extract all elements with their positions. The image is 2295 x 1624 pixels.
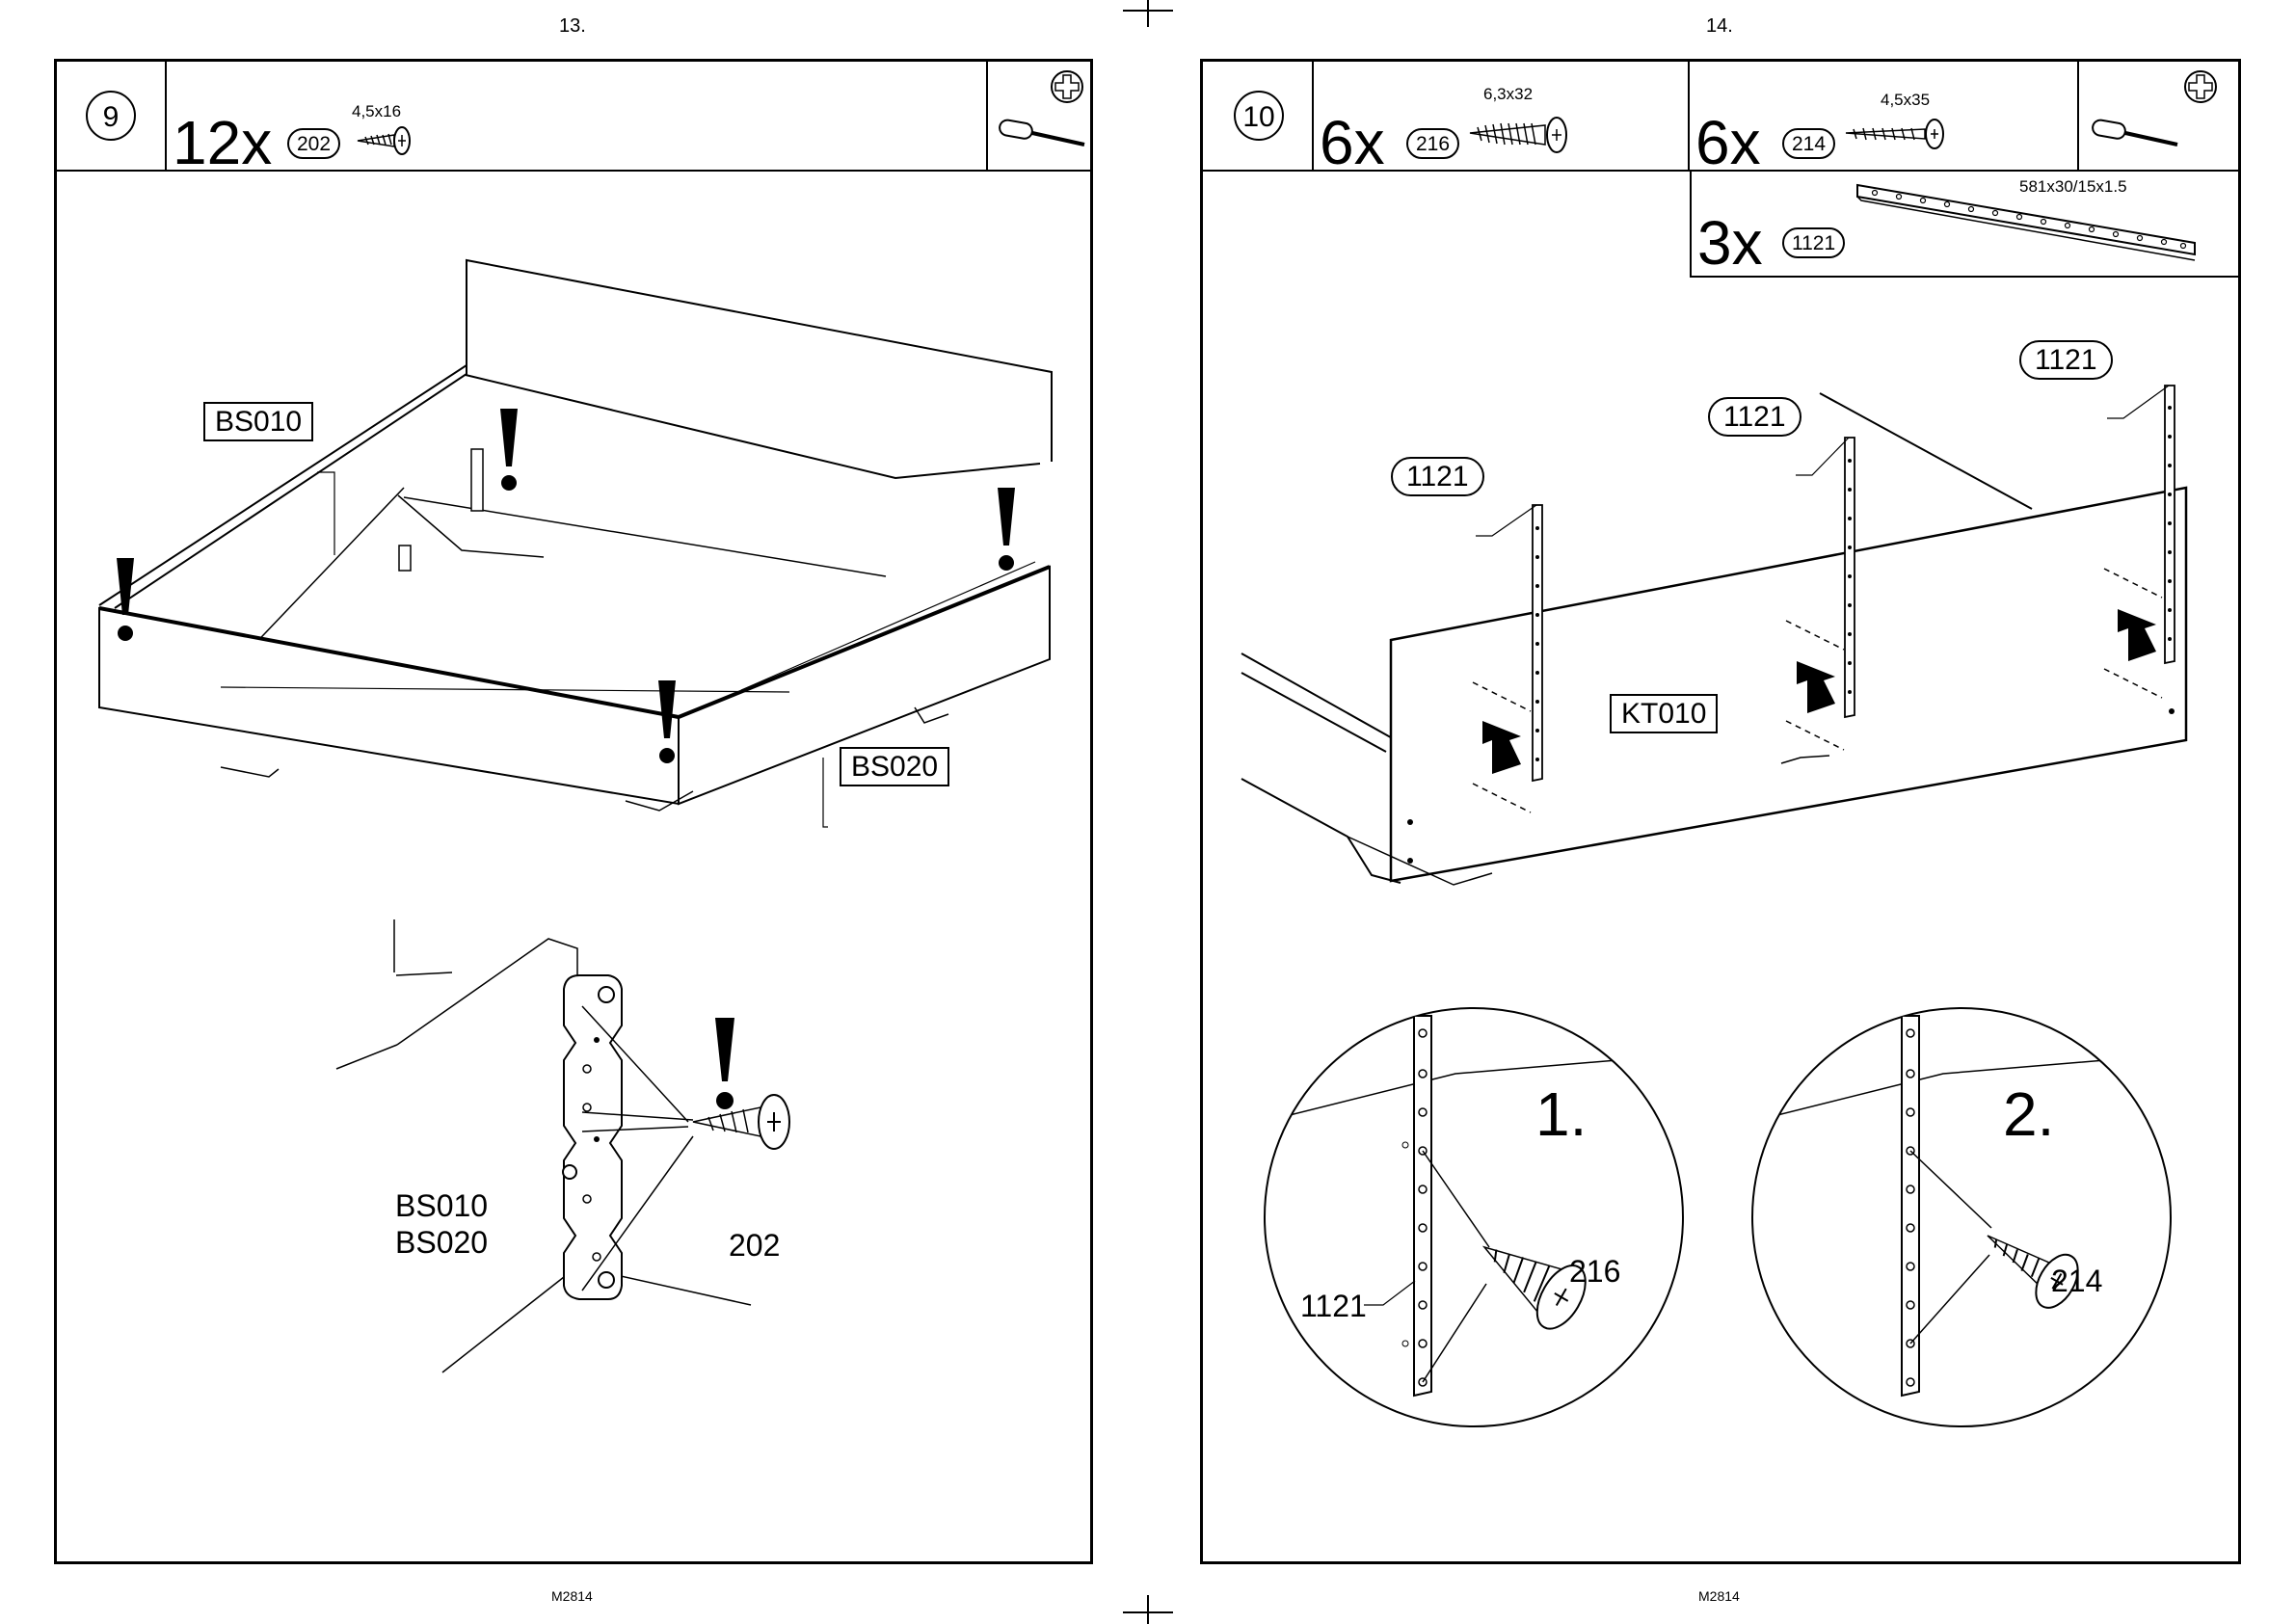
parts-cell-214: 6x 214 4,5x35: [1690, 62, 2079, 170]
exclamation-icon: [715, 1018, 734, 1109]
label-rail-1121-right: 1121: [2019, 340, 2113, 380]
label-bs010: BS010: [203, 402, 313, 441]
label-rail-1121-middle: 1121: [1708, 397, 1801, 437]
label-bs020-detail: BS020: [395, 1224, 488, 1261]
footer-code-right: M2814: [1698, 1588, 1740, 1604]
part-dim-216: 6,3x32: [1483, 85, 1533, 104]
parts-cell-216: 6x 216 6,3x32: [1314, 62, 1690, 170]
part-qty-216: 6x: [1320, 112, 1385, 173]
label-bs020: BS020: [840, 747, 949, 786]
label-screw-202: 202: [729, 1227, 780, 1264]
detail-2-number: 2.: [2003, 1078, 2054, 1150]
footer-code-left: M2814: [551, 1588, 593, 1604]
part-qty-1121: 3x: [1697, 212, 1763, 274]
exclamation-icon: [500, 409, 518, 491]
crop-mark-bottom-h: [1123, 1611, 1173, 1613]
part-id-216: 216: [1406, 128, 1459, 159]
crop-mark-bottom: [1147, 1595, 1149, 1624]
crop-mark-top-h: [1123, 10, 1173, 12]
rail-icon: [1855, 183, 2202, 268]
step-9-frame: 9 12x 202 4,5x16: [54, 59, 1093, 1564]
part-dim-214: 4,5x35: [1881, 91, 1930, 110]
step-number: 10: [1234, 91, 1284, 141]
bracket-detail-illustration: [57, 900, 1090, 1556]
label-rail-1121-left: 1121: [1391, 457, 1484, 496]
screw-icon: [693, 1095, 789, 1149]
label-bs010-detail: BS010: [395, 1187, 488, 1224]
part-id: 202: [287, 128, 340, 159]
detail-2-screw-label: 214: [2051, 1263, 2102, 1299]
part-qty-214: 6x: [1695, 112, 1761, 173]
step-10-header: 10 6x 216 6,3x32 6x 214 4,5x35: [1203, 62, 2238, 172]
phillips-icon: [2183, 69, 2218, 104]
label-kt010: KT010: [1610, 694, 1718, 733]
detail-1-screw-label: 216: [1569, 1253, 1620, 1290]
bed-frame-illustration: [57, 170, 1090, 902]
tools-cell: [2079, 62, 2238, 170]
page-number-left: 13.: [559, 15, 586, 38]
crop-mark-top: [1147, 0, 1149, 27]
screwdriver-icon: [2091, 116, 2181, 150]
step-number-cell: 10: [1203, 62, 1314, 170]
part-id-214: 214: [1782, 128, 1835, 159]
exclamation-icon: [998, 488, 1015, 571]
part-id-1121: 1121: [1782, 227, 1845, 258]
screw-icon: [1468, 116, 1574, 154]
part-qty: 12x: [173, 112, 272, 173]
screw-icon: [356, 123, 414, 156]
phillips-icon: [1050, 69, 1084, 104]
detail-1-number: 1.: [1535, 1078, 1587, 1150]
screw-icon: [1844, 118, 1950, 152]
step-number-cell: 9: [57, 62, 167, 170]
screwdriver-icon: [998, 116, 1088, 150]
step-number: 9: [86, 91, 136, 141]
parts-cell: 12x 202 4,5x16: [167, 62, 988, 170]
part-dim: 4,5x16: [352, 102, 401, 121]
detail-1-rail-label: 1121: [1300, 1288, 1367, 1324]
parts-cell-1121: 3x 1121 581x30/15x1.5: [1690, 170, 2238, 278]
detail-circle-2: [1750, 1006, 2173, 1428]
page-number-right: 14.: [1706, 15, 1733, 38]
detail-circle-1: [1263, 1006, 1685, 1428]
tools-cell: [988, 62, 1092, 170]
kt010-rail-illustration: [1203, 278, 2238, 972]
step-10-frame: 10 6x 216 6,3x32 6x 214 4,5x35: [1200, 59, 2241, 1564]
step-9-header: 9 12x 202 4,5x16: [57, 62, 1090, 172]
